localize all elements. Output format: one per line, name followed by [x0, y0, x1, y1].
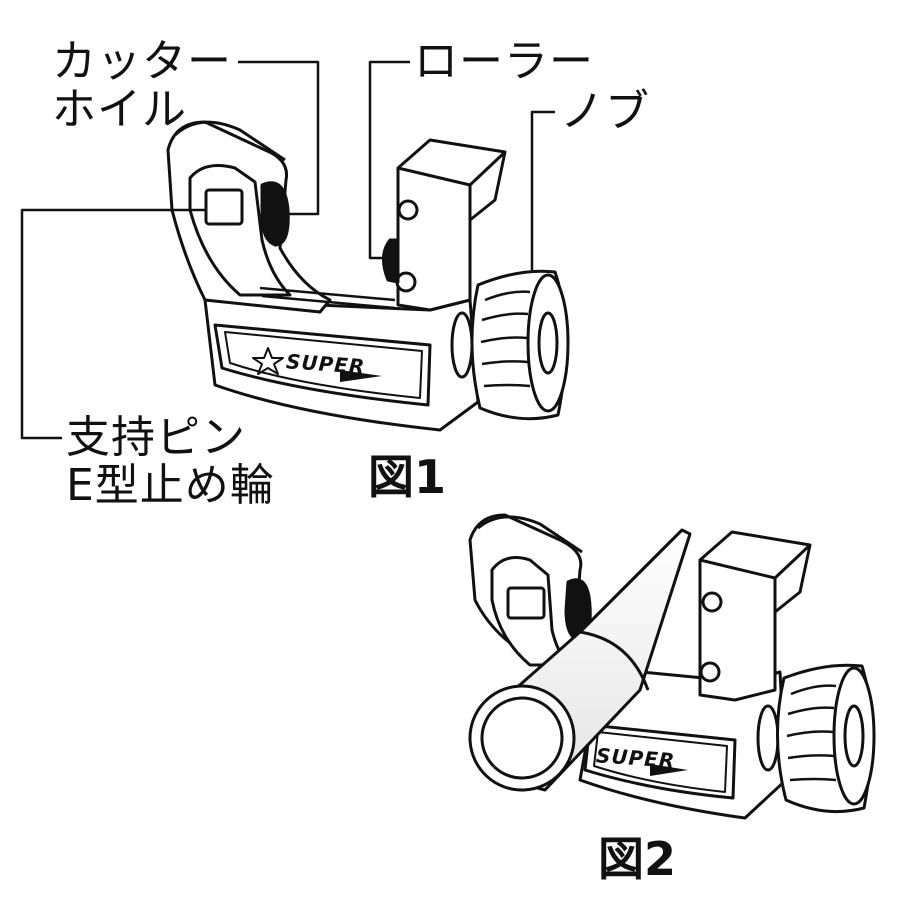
figure-1-caption: 図1	[368, 450, 447, 504]
roller	[382, 238, 400, 284]
label-knob: ノブ	[560, 86, 650, 137]
figure-1-cutter	[20, 60, 570, 440]
label-support-pin: 支持ピン	[66, 412, 246, 463]
brand-plate	[213, 323, 432, 407]
label-cutter-wheel-line2: ホイル	[52, 84, 187, 135]
knob-grip-ridges	[480, 290, 531, 388]
knob-shaft	[450, 311, 474, 379]
star-logo	[252, 347, 284, 375]
figure-2-cutter-with-pipe	[468, 513, 876, 820]
label-roller: ローラー	[414, 36, 594, 87]
label-e-ring: E型止め輪	[66, 460, 275, 511]
figure-2-caption: 図2	[598, 832, 677, 886]
label-cutter-wheel-line1: カッター	[52, 36, 232, 87]
pin-slot	[204, 188, 244, 226]
leader-lines	[20, 60, 555, 440]
cutter-wheel	[260, 181, 290, 247]
